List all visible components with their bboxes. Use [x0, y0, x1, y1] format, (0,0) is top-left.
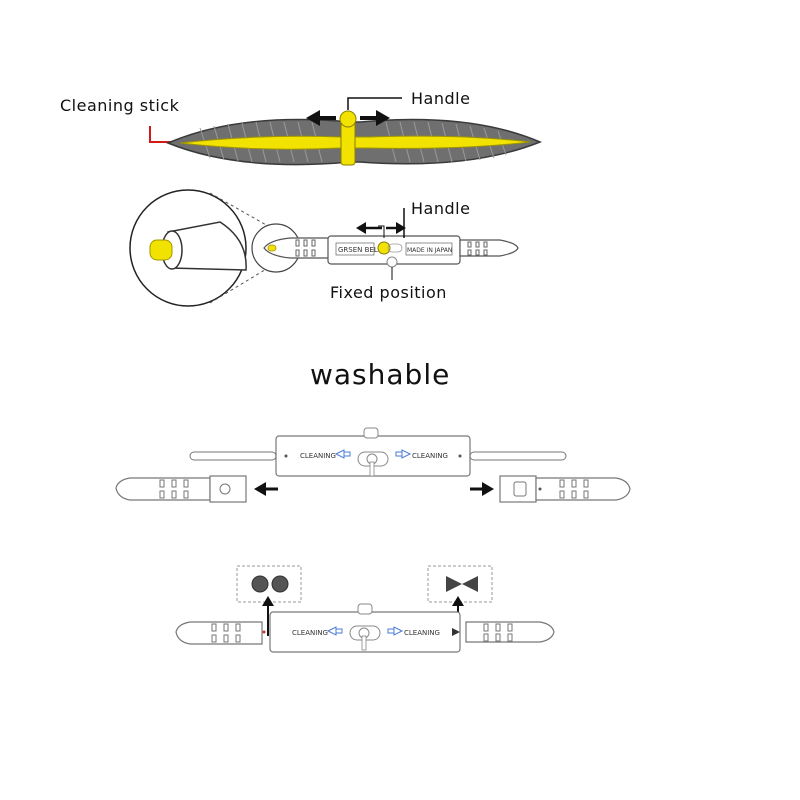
left-cap	[115, 477, 211, 501]
cross-section-figure	[149, 97, 542, 166]
assembled-right-cap	[465, 621, 555, 643]
right-marker-triangle-1	[446, 576, 462, 592]
left-shaft	[189, 451, 277, 461]
cleaner-closed-figure: GRSEN BELL MADE IN JAPAN	[129, 189, 519, 307]
opened-body-tab	[363, 427, 379, 439]
assembled-cleaning-left: CLEANING	[292, 629, 328, 637]
handle-label-mid: Handle	[411, 199, 471, 218]
made-in-plate	[405, 242, 453, 256]
cleaning-right-arrow	[401, 449, 412, 459]
nozzle-tip-yellow	[267, 244, 277, 252]
handle-label-top: Handle	[411, 89, 471, 108]
handle-knob	[339, 110, 357, 128]
cleaning-stick-label: Cleaning stick	[60, 96, 180, 115]
assembled-left-grips	[211, 623, 241, 643]
right-removal-arrow-head	[482, 482, 494, 496]
assembled-right-grips	[483, 623, 513, 642]
fixed-position-label: Fixed position	[330, 283, 447, 302]
right-nozzle	[459, 239, 519, 257]
disassembled-figure: CLEANING CLEANING	[115, 427, 631, 503]
right-nozzle-grips	[467, 241, 488, 256]
left-marker-dot-1	[251, 575, 269, 593]
reassembled-figure: CLEANING CLEANING	[175, 565, 555, 653]
right-cap	[535, 477, 631, 501]
slide-slot	[387, 243, 403, 253]
slide-handle	[377, 241, 391, 255]
right-cap-grips	[559, 479, 589, 499]
made-in-text: MADE IN JAPAN	[407, 247, 452, 254]
cleaning-right-text: CLEANING	[412, 452, 448, 460]
brand-plate	[335, 242, 375, 256]
mid-arrow-right-head	[396, 222, 406, 234]
magnified-ferrule	[167, 221, 247, 271]
handle-arrow-base	[378, 225, 385, 238]
fixed-position-marker	[386, 256, 398, 268]
arrow-left-head	[306, 110, 320, 126]
left-marker-dot-2	[271, 575, 289, 593]
left-removal-arrow-head	[254, 482, 266, 496]
cleaning-left-text: CLEANING	[300, 452, 336, 460]
left-marker-box	[236, 565, 302, 603]
magnified-stick-tip	[149, 239, 173, 261]
washable-heading: washable	[310, 358, 451, 391]
left-nozzle-grips	[295, 239, 316, 257]
arrow-right-head	[376, 110, 390, 126]
brand-text: GRSEN BELL	[338, 246, 382, 254]
right-marker-triangle-2	[462, 576, 478, 592]
left-cap-grips	[159, 479, 189, 499]
right-shaft	[469, 451, 567, 461]
magnifier-line-top	[209, 192, 269, 227]
assembled-cleaning-right: CLEANING	[404, 629, 440, 637]
handle-leader-top	[347, 97, 402, 110]
magnifier-line-bottom	[209, 267, 269, 304]
assembled-left-cap	[175, 621, 263, 645]
mid-arrow-left-head	[356, 222, 366, 234]
